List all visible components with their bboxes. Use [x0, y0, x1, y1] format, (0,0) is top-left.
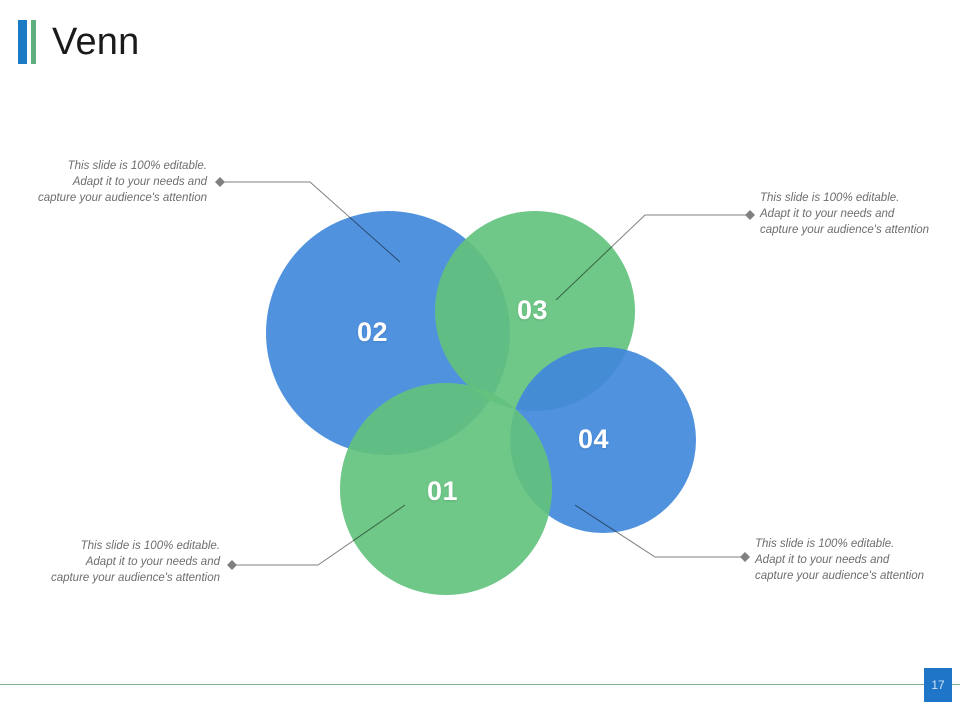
slide-header: Venn [18, 18, 139, 66]
venn-label-01: 01 [427, 476, 459, 506]
diamond-marker-bottom-right [740, 552, 750, 562]
accent-bar-green [31, 20, 36, 64]
accent-bar-gap [27, 20, 31, 64]
accent-bar-blue [18, 20, 27, 64]
callout-bottom-right: This slide is 100% editable. Adapt it to… [755, 538, 925, 582]
page-title: Venn [52, 21, 140, 63]
diamond-marker-top-right [745, 210, 755, 220]
venn-label-03: 03 [517, 295, 549, 325]
venn-circle-group [266, 211, 696, 595]
title-accent-bars [18, 20, 36, 64]
venn-label-04: 04 [578, 424, 610, 454]
diamond-marker-top-left [215, 177, 225, 187]
callout-bottom-left: This slide is 100% editable. Adapt it to… [50, 540, 220, 584]
callout-top-left: This slide is 100% editable. Adapt it to… [37, 160, 207, 204]
venn-label-02: 02 [357, 317, 389, 347]
diamond-marker-bottom-left [227, 560, 237, 570]
callout-top-right: This slide is 100% editable. Adapt it to… [760, 192, 930, 236]
page-number-badge: 17 [924, 668, 952, 702]
venn-circle-01[interactable] [340, 383, 552, 595]
venn-circle-04[interactable] [510, 347, 696, 533]
footer-divider [0, 684, 960, 685]
connector-markers [215, 177, 755, 570]
